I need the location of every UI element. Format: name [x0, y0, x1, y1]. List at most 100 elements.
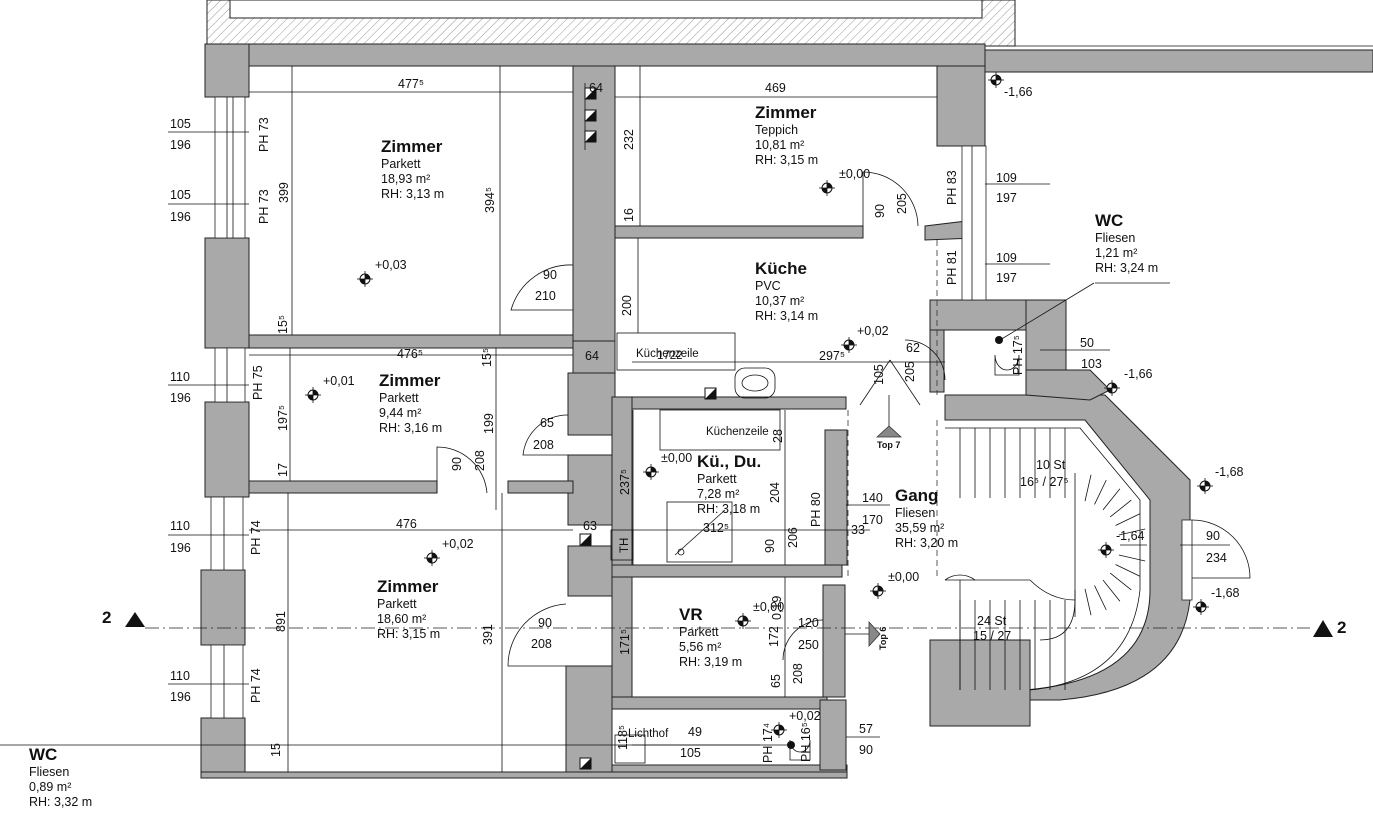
parapet-height: PH 74 — [249, 520, 263, 555]
dimension-label: 50 — [1080, 336, 1094, 350]
stair-step — [1115, 513, 1141, 526]
dimension-label: 171⁵ — [618, 629, 632, 655]
level-value: -1,68 — [1215, 465, 1244, 479]
dimension-label: 891 — [274, 611, 288, 632]
dimension-label: 469 — [765, 81, 786, 95]
stair-step — [1118, 528, 1146, 536]
dimension-label: 172 — [767, 626, 781, 647]
level-value: ±0,00 — [661, 451, 692, 465]
neighbour-building — [206, 0, 1373, 53]
dimension-lines — [0, 66, 1230, 772]
windows-left — [210, 96, 1193, 719]
level-marker: ±0,00 — [870, 570, 919, 599]
dimension-label: 15 / 27 — [973, 629, 1011, 643]
stair-step — [1118, 554, 1146, 562]
dimension-label: 57 — [859, 722, 873, 736]
dimension-label: 200 — [620, 295, 634, 316]
dimension-label: 10 St — [1036, 458, 1066, 472]
level-markers: -1,66±0,00+0,03+0,02+0,01-1,66±0,00-1,68… — [305, 72, 1244, 738]
staircase — [945, 427, 1147, 691]
room-area: 1,21 m² — [1095, 246, 1137, 260]
dimension-label: 49 — [688, 725, 702, 739]
dimension-label: 90 — [1206, 529, 1220, 543]
window-dimension: 110 — [170, 669, 190, 683]
room-area: 5,56 m² — [679, 640, 721, 654]
plan-label: Lichthof — [628, 728, 669, 740]
window-dimension: 110 — [170, 370, 190, 384]
room-name: Küche — [755, 259, 807, 278]
level-value: +0,02 — [442, 537, 474, 551]
dimension-label: 170 — [862, 513, 883, 527]
level-marker: -1,66 — [1104, 367, 1153, 396]
dimension-label: 15⁵ — [276, 315, 290, 334]
room-floor: Parkett — [379, 391, 419, 405]
dimension-label: 297⁵ — [819, 349, 845, 363]
plan-label: Küchenzeile — [706, 426, 769, 438]
room-name: Zimmer — [755, 103, 817, 122]
room-height: RH: 3,15 m — [377, 627, 440, 641]
window-dimension: 196 — [170, 210, 191, 224]
room-area: 18,60 m² — [377, 612, 426, 626]
section-marker: 2 — [1337, 618, 1346, 637]
dimension-label: 197 — [996, 271, 1017, 285]
level-value: +0,01 — [323, 374, 355, 388]
stair-step — [1109, 572, 1132, 591]
dimension-label: 206 — [786, 527, 800, 548]
dimension-label: 391 — [481, 624, 495, 645]
level-value: -1,68 — [1211, 586, 1240, 600]
dimension-label: 28 — [771, 429, 785, 443]
level-value: ±0,00 — [839, 167, 870, 181]
dimension-label: 210 — [535, 289, 556, 303]
section-marker: 2 — [102, 608, 111, 627]
dimension-label: 65 — [540, 416, 554, 430]
room-floor: Fliesen — [29, 765, 69, 779]
stair-step — [1115, 564, 1141, 577]
dimension-label: 64 — [589, 81, 603, 95]
dimension-label: 234 — [1206, 551, 1227, 565]
dimension-label: 90 — [543, 268, 557, 282]
parapet-height: PH 81 — [945, 250, 959, 285]
stair-step — [1102, 579, 1121, 602]
parapet-height: PH 73 — [257, 117, 271, 152]
dimension-label: 105 — [872, 364, 886, 385]
level-marker: +0,03 — [357, 258, 407, 287]
room-name: VR — [679, 605, 703, 624]
dimension-label: 312⁵ — [703, 521, 729, 535]
window-dimension: 196 — [170, 138, 191, 152]
room-height: RH: 3,13 m — [381, 187, 444, 201]
room-area: 0,89 m² — [29, 780, 71, 794]
window-dimension: 110 — [170, 519, 190, 533]
room-height: RH: 3,16 m — [379, 421, 442, 435]
plan-label: Küchenzeile — [636, 348, 699, 360]
window-dimension: 105 — [170, 188, 191, 202]
level-marker: -1,68 — [1193, 586, 1240, 615]
dimension-label: 109 — [996, 251, 1017, 265]
room-floor: PVC — [755, 279, 781, 293]
dimension-label: 103 — [1081, 357, 1102, 371]
plan-label: Top 7 — [877, 440, 900, 450]
dimension-label: 204 — [768, 482, 782, 503]
room-area: 10,37 m² — [755, 294, 804, 308]
dimension-label: 24 St — [977, 614, 1007, 628]
parapet-height: PH 74 — [249, 668, 263, 703]
dimension-label: 250 — [798, 638, 819, 652]
parapet-height: PH 73 — [257, 189, 271, 224]
dimension-label: 90 — [450, 457, 464, 471]
dimension-label: 65 — [769, 674, 783, 688]
parapet-height: PH 17⁵ — [1011, 335, 1025, 375]
dimension-label: 197 — [996, 191, 1017, 205]
level-marker: -1,64 — [1098, 529, 1145, 558]
room-floor: Teppich — [755, 123, 798, 137]
room-height: RH: 3,19 m — [679, 655, 742, 669]
dimension-label: 199 — [482, 413, 496, 434]
room-name: Gang — [895, 486, 938, 505]
dimension-label: 120 — [798, 616, 819, 630]
room-height: RH: 3,14 m — [755, 309, 818, 323]
level-marker: +0,02 — [424, 537, 474, 566]
level-marker: ±0,00 — [735, 600, 784, 629]
